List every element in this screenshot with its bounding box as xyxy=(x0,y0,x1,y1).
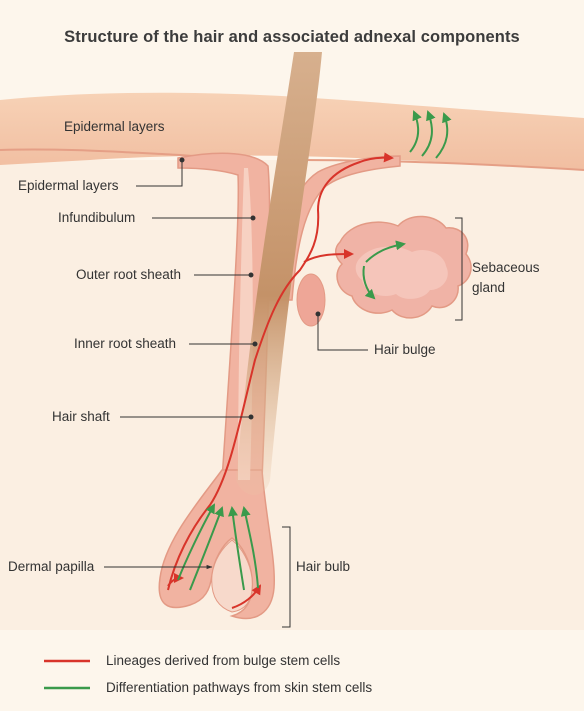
label-inner-root-sheath: Inner root sheath xyxy=(74,336,176,352)
label-dermal-papilla: Dermal papilla xyxy=(8,559,94,575)
hair-bulge-shape xyxy=(297,274,325,326)
figure-title: Structure of the hair and associated adn… xyxy=(0,28,584,47)
label-hair-bulb: Hair bulb xyxy=(296,559,350,575)
label-epidermal-layers-top: Epidermal layers xyxy=(64,119,165,135)
label-epidermal-layers-left: Epidermal layers xyxy=(18,178,119,194)
label-outer-root-sheath: Outer root sheath xyxy=(76,267,181,283)
legend-green-label: Differentiation pathways from skin stem … xyxy=(106,680,372,695)
label-hair-shaft: Hair shaft xyxy=(52,409,110,425)
legend-red-label: Lineages derived from bulge stem cells xyxy=(106,653,340,668)
label-sebaceous-gland: Sebaceous gland xyxy=(472,258,552,298)
label-infundibulum: Infundibulum xyxy=(58,210,135,226)
label-hair-bulge: Hair bulge xyxy=(374,342,436,358)
